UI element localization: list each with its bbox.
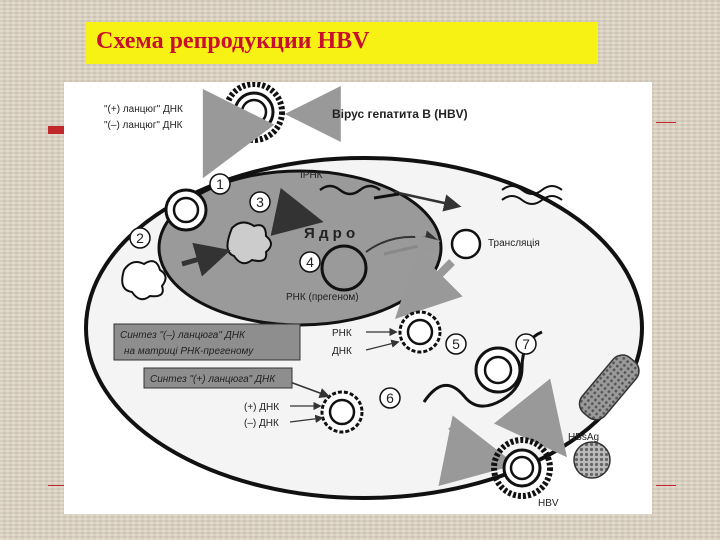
hbv-virion-entering xyxy=(223,81,285,143)
label-hbsag: HBsAg xyxy=(568,432,599,443)
svg-text:5: 5 xyxy=(452,336,460,352)
label-hbv: HBV xyxy=(538,498,559,509)
capsid-with-rna xyxy=(398,310,442,354)
step-1: 1 xyxy=(209,173,231,195)
svg-text:6: 6 xyxy=(386,390,394,406)
accent-bar xyxy=(48,126,68,134)
label-translation: Трансляція xyxy=(488,238,540,249)
label-irna: ІРНК xyxy=(300,170,323,181)
title-box: Схема репродукции HBV xyxy=(86,22,598,64)
hbv-replication-diagram: 1 2 3 4 5 6 7 "(+) ланцюг" ДНК "(–) ланц… xyxy=(84,81,644,509)
label-rna-pregenome: РНК (прегеном) xyxy=(286,292,359,303)
slide-title: Схема репродукции HBV xyxy=(96,28,370,54)
step-2: 2 xyxy=(129,227,151,249)
label-box-plus: Синтез "(+) ланцюга" ДНК xyxy=(150,374,276,385)
viral-dna-released xyxy=(121,260,167,301)
nucleocapsid xyxy=(164,188,208,232)
label-box-minus-line1: Синтез "(–) ланцюга" ДНК xyxy=(120,330,246,341)
hbsag-filament xyxy=(578,354,640,421)
label-nucleus: Я д р о xyxy=(304,225,355,242)
step-4: 4 xyxy=(299,251,321,273)
label-box-minus-line2: на матриці РНК-прегеному xyxy=(124,346,254,357)
step-3: 3 xyxy=(249,191,271,213)
diagram-panel: 1 2 3 4 5 6 7 "(+) ланцюг" ДНК "(–) ланц… xyxy=(64,81,652,514)
step-5: 5 xyxy=(445,333,467,355)
svg-text:2: 2 xyxy=(136,230,144,246)
step-6: 6 xyxy=(379,387,401,409)
label-minus-dna: (–) ДНК xyxy=(244,418,279,429)
divider-line xyxy=(656,485,676,486)
ribosome xyxy=(450,228,482,260)
step-7: 7 xyxy=(515,333,537,355)
viral-dna-in-nucleus xyxy=(226,221,272,265)
plus-strand-synthesis-box xyxy=(143,367,293,389)
minus-strand-synthesis-box xyxy=(113,323,301,361)
label-virus: Вірус гепатита В (HBV) xyxy=(332,107,468,121)
divider-line xyxy=(656,122,676,123)
hbsag-sphere xyxy=(573,441,611,479)
label-dna: ДНК xyxy=(332,346,352,357)
mature-capsid xyxy=(320,390,364,434)
svg-text:7: 7 xyxy=(522,336,530,352)
label-plus-strand: "(+) ланцюг" ДНК xyxy=(104,104,183,115)
svg-text:3: 3 xyxy=(256,194,264,210)
svg-text:1: 1 xyxy=(216,176,224,192)
svg-text:4: 4 xyxy=(306,254,314,270)
assembling-virion xyxy=(474,346,522,394)
label-plus-dna: (+) ДНК xyxy=(244,402,279,413)
label-rna: РНК xyxy=(332,328,352,339)
irna-strand xyxy=(319,184,381,196)
divider-line xyxy=(48,485,68,486)
hbv-virion-exiting xyxy=(491,437,553,499)
pregenome-rna xyxy=(320,244,368,292)
step-markers: 1 2 3 4 5 6 7 xyxy=(129,173,537,409)
label-minus-strand: "(–) ланцюг" ДНК xyxy=(104,120,183,131)
